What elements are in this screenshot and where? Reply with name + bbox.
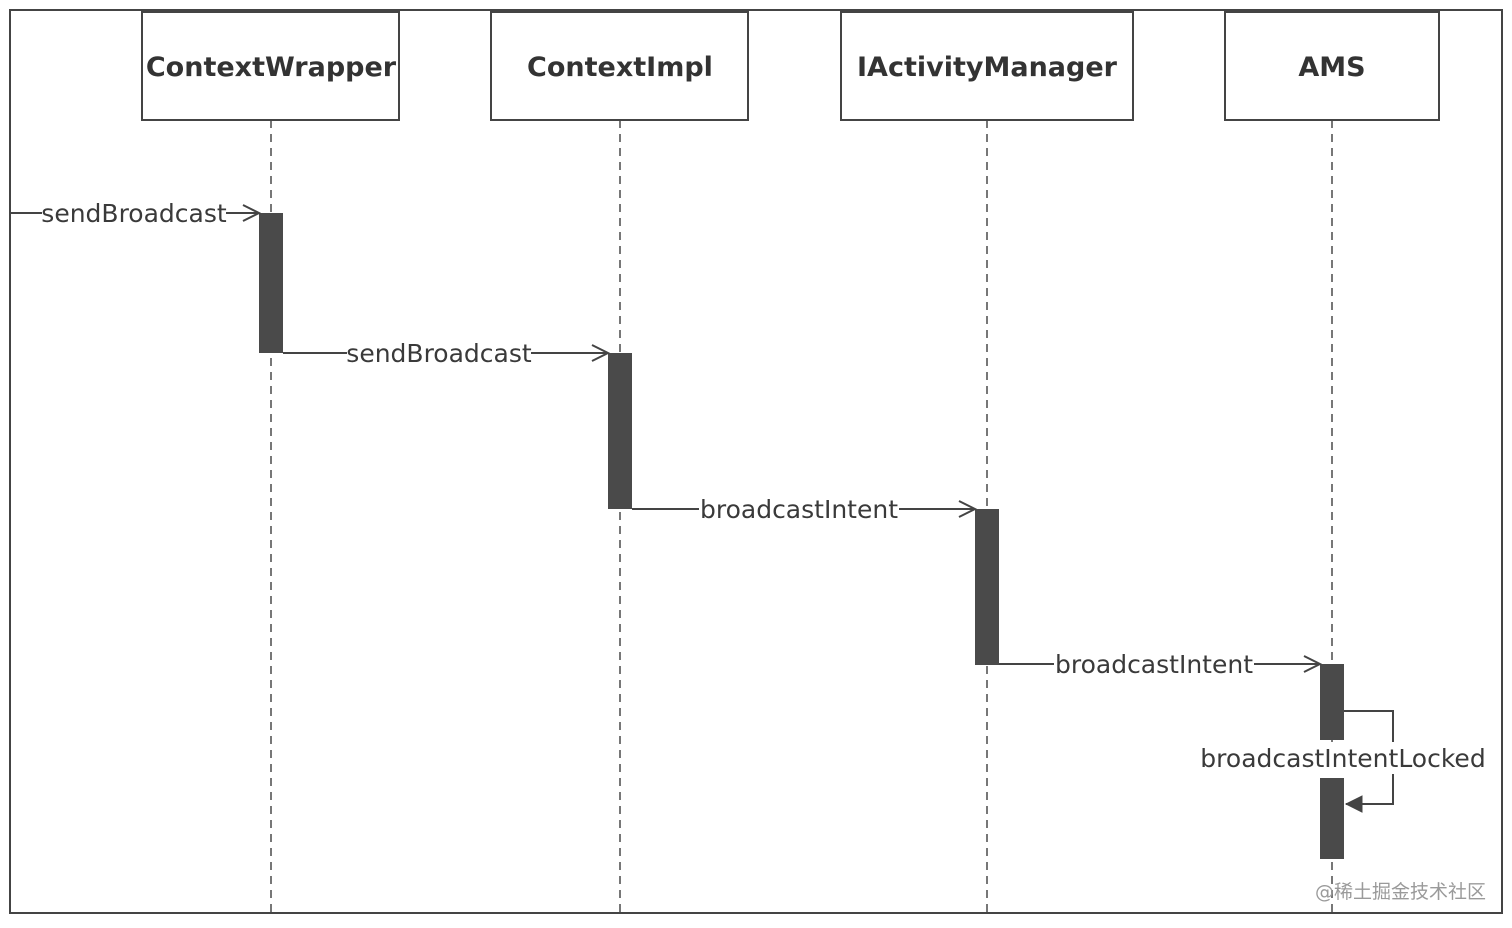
activation-contextimpl [608,353,632,509]
watermark-text: @稀土掘金技术社区 [1315,881,1486,903]
message-label-bg [1200,742,1486,774]
participant-contextwrapper: ContextWrapper [141,11,400,121]
activation-ams-2 [1320,778,1344,859]
participant-iactivitymanager: IActivityManager [840,11,1134,121]
message-label: sendBroadcast [346,339,532,368]
participant-label: AMS [1298,52,1365,83]
message-2: sendBroadcast [283,339,608,368]
activation-ams-1 [1320,664,1344,740]
message-5-self-call: broadcastIntentLocked [1200,710,1486,813]
message-label-bg [42,199,226,227]
message-label: broadcastIntentLocked [1200,744,1485,773]
message-label: broadcastIntent [700,495,898,524]
message-4: broadcastIntent [999,650,1320,679]
message-1: sendBroadcast [10,199,259,228]
participant-box [490,11,749,121]
activation-contextwrapper [259,213,283,353]
participant-label: ContextWrapper [146,52,397,83]
message-3: broadcastIntent [632,495,975,524]
activation-iactivitymanager [975,509,999,665]
message-label-bg [699,495,899,523]
message-label-bg [1054,650,1254,678]
diagram-frame [9,9,1503,914]
participant-contextimpl: ContextImpl [490,11,749,121]
message-label: sendBroadcast [41,199,227,228]
participant-label: IActivityManager [857,52,1118,83]
participant-box [840,11,1134,121]
message-label-bg [347,339,531,367]
message-label: broadcastIntent [1055,650,1253,679]
participant-label: ContextImpl [527,52,713,83]
participant-box [141,11,400,121]
participant-ams: AMS [1224,11,1440,121]
participant-box [1224,11,1440,121]
